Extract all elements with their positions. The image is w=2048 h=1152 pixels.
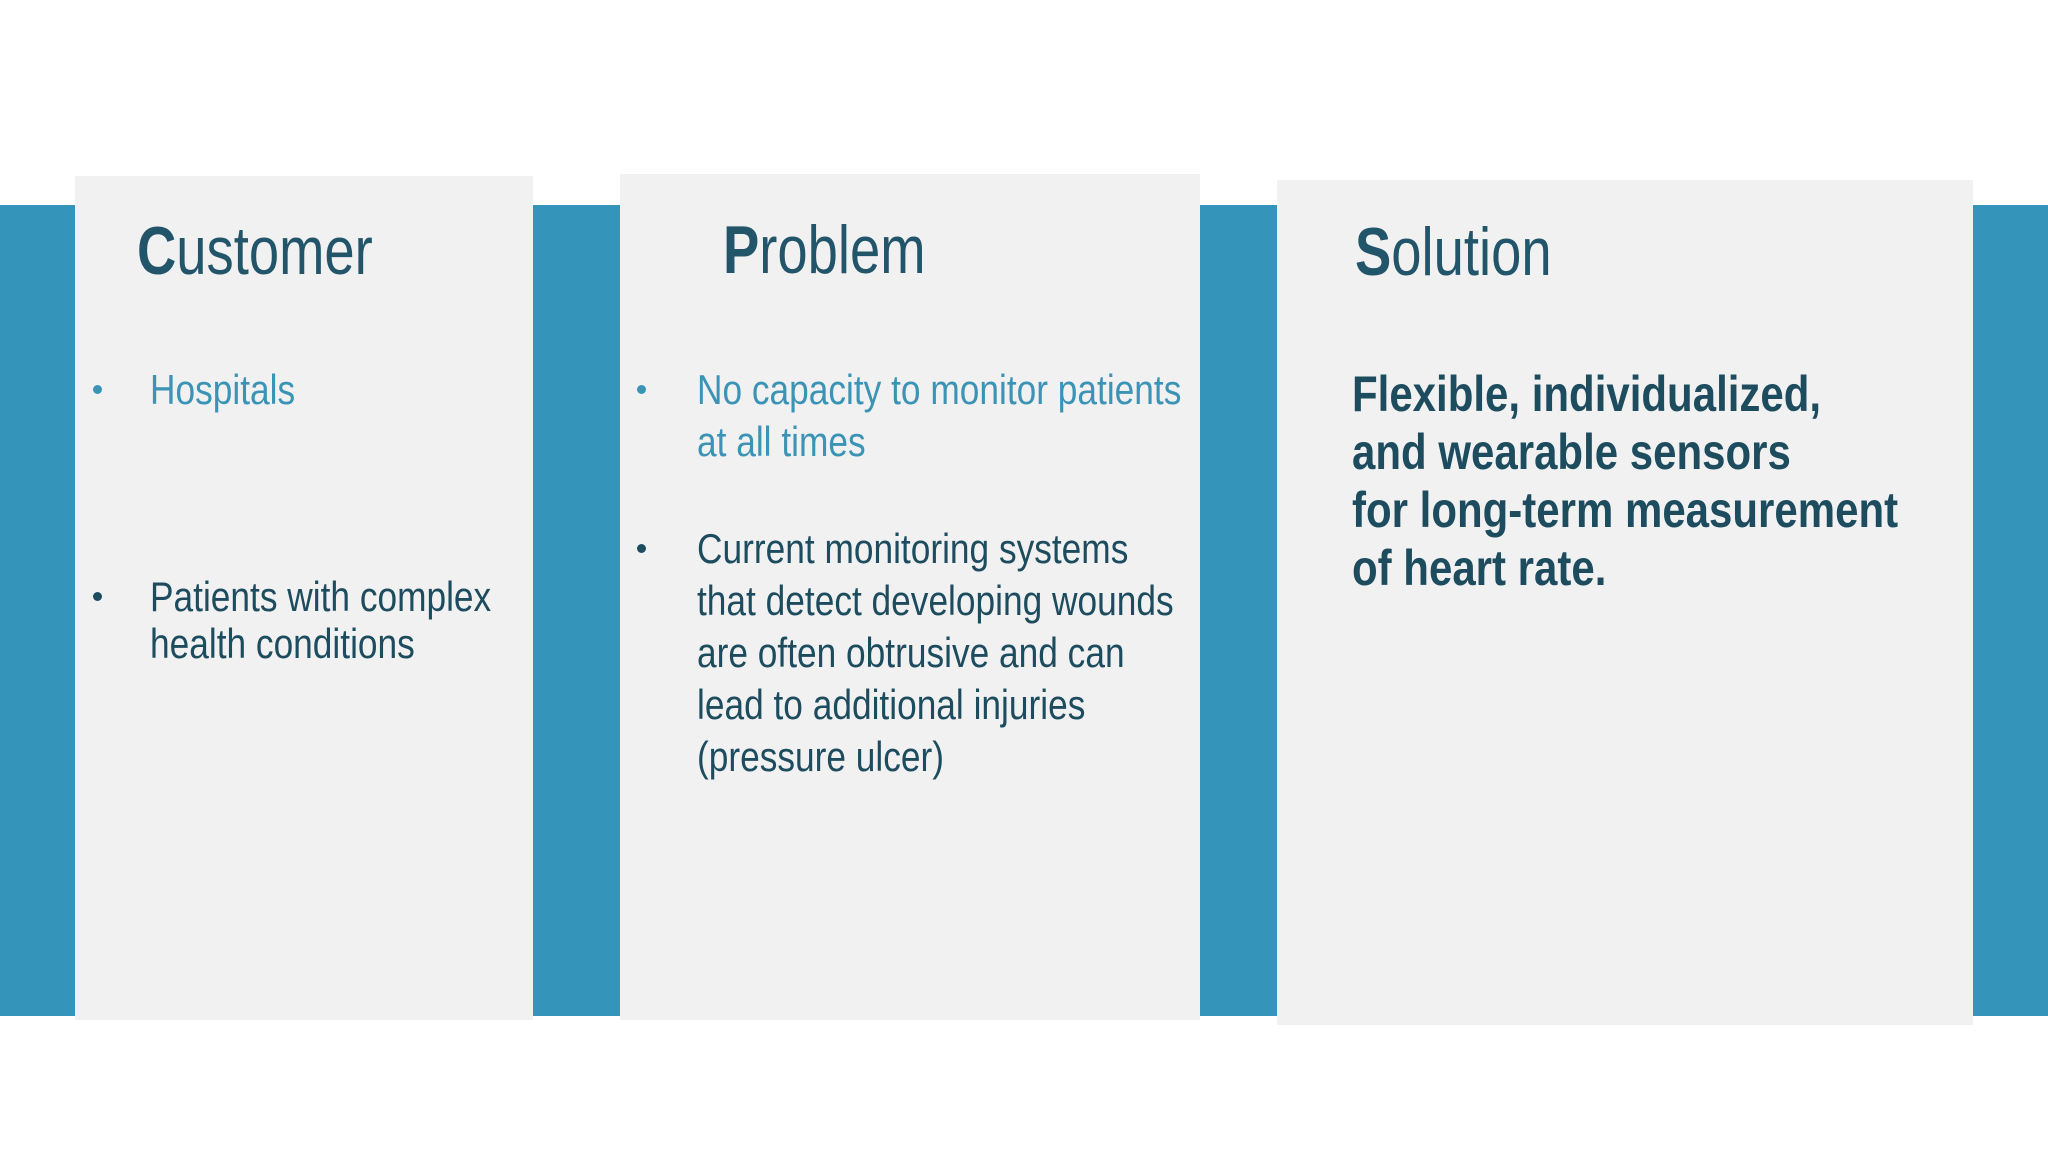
bullet-text: Patients with complex health conditions <box>150 573 492 667</box>
bullet-dot <box>93 592 102 601</box>
bullet-dot <box>637 385 646 394</box>
card-title-problem: Problem <box>723 211 926 289</box>
title-initial: S <box>1355 214 1392 290</box>
solution-statement: Flexible, individualized, and wearable s… <box>1352 366 1899 596</box>
card-customer: Customer Hospitals Patients with complex… <box>75 176 533 1020</box>
bullet-dot <box>637 544 646 553</box>
card-title-solution: Solution <box>1355 213 1552 291</box>
card-title-customer: Customer <box>137 212 373 290</box>
card-problem: Problem No capacity to monitor patients … <box>620 174 1200 1020</box>
title-initial: C <box>137 213 177 289</box>
bullet-text: Hospitals <box>150 366 296 413</box>
bullet-text: No capacity to monitor patients at all t… <box>697 366 1182 465</box>
title-remainder: ustomer <box>176 213 373 289</box>
bullet-text: Current monitoring systems that detect d… <box>697 525 1174 780</box>
title-initial: P <box>723 212 760 288</box>
title-remainder: olution <box>1391 214 1552 290</box>
bullet-dot <box>93 385 102 394</box>
card-solution: Solution Flexible, individualized, and w… <box>1277 180 1973 1025</box>
title-remainder: roblem <box>759 212 926 288</box>
